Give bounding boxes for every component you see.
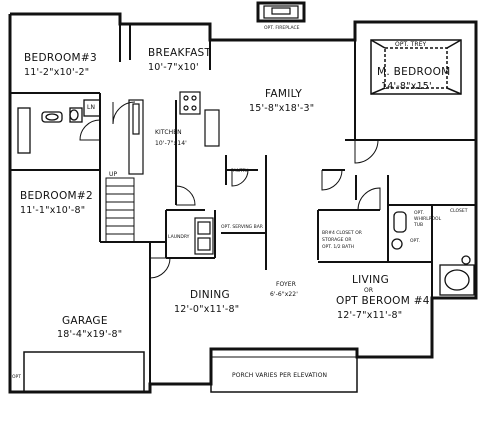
serving-bar-note: OPT. SERVING BAR (221, 225, 263, 230)
garage-door (23, 351, 145, 393)
trey-ceiling (370, 39, 462, 95)
porch (210, 349, 358, 393)
linen-note: LN (87, 104, 96, 111)
opt-garage-note: OPT (12, 375, 22, 380)
living-or: OR (364, 287, 374, 294)
doors (79, 101, 381, 279)
bedroom3-dims: 11'-2"x10'-2" (24, 67, 90, 78)
laundry-note: LAUNDRY (168, 235, 190, 240)
whirlpool-note-1: OPT. (414, 211, 424, 216)
trey-note: OPT. TREY (395, 41, 427, 48)
storage-note-1: BR#4 CLOSET OR (322, 231, 362, 236)
kitchen-label: KITCHEN (155, 129, 182, 136)
kitchen-fixtures (128, 91, 220, 255)
whirlpool-note-2: WHIRLPOOL (414, 217, 442, 222)
bath-fixtures (17, 99, 475, 296)
garage-label: GARAGE (62, 315, 108, 327)
family-label: FAMILY (265, 88, 303, 100)
fireplace (263, 5, 299, 19)
storage-note-2: STORAGE OR (322, 238, 352, 243)
kitchen-dims: 10'-7"x14' (155, 140, 187, 147)
dining-dims: 12'-0"x11'-8" (174, 304, 240, 315)
pantry-note: PANTRY (231, 169, 249, 174)
bedroom2-dims: 11'-1"x10'-8" (20, 205, 86, 216)
living-dims: 12'-7"x11'-8" (337, 310, 403, 321)
stairs (105, 177, 135, 243)
bedroom3-label: BEDROOM#3 (24, 52, 97, 64)
opt-w-note: OPT. (410, 239, 420, 244)
garage-dims: 18'-4"x19'-8" (57, 329, 123, 340)
porch-note: PORCH VARIES PER ELEVATION (232, 372, 328, 379)
foyer-label: FOYER (276, 281, 296, 288)
breakfast-dims: 10'-7"x10' (148, 62, 199, 73)
family-dims: 15'-8"x18'-3" (249, 103, 315, 114)
fireplace-note: OPT. FIREPLACE (264, 26, 300, 31)
living-alt-label: OPT BEROOM #4 (336, 295, 430, 307)
storage-note-3: OPT. 1/2 BATH (322, 245, 354, 250)
master-dims: 14'-8"x15' (381, 81, 432, 92)
master-label: M. BEDROOM (377, 66, 451, 78)
whirlpool-note-3: TUB (414, 223, 424, 228)
breakfast-label: BREAKFAST (148, 47, 212, 59)
interior-walls (10, 14, 476, 392)
dining-label: DINING (190, 289, 230, 301)
bedroom2-label: BEDROOM#2 (20, 190, 93, 202)
foyer-dims: 6'-6"x22' (270, 291, 298, 298)
living-label: LIVING (352, 274, 390, 286)
up-note: UP (109, 171, 118, 178)
closet-note: CLOSET (450, 209, 468, 214)
